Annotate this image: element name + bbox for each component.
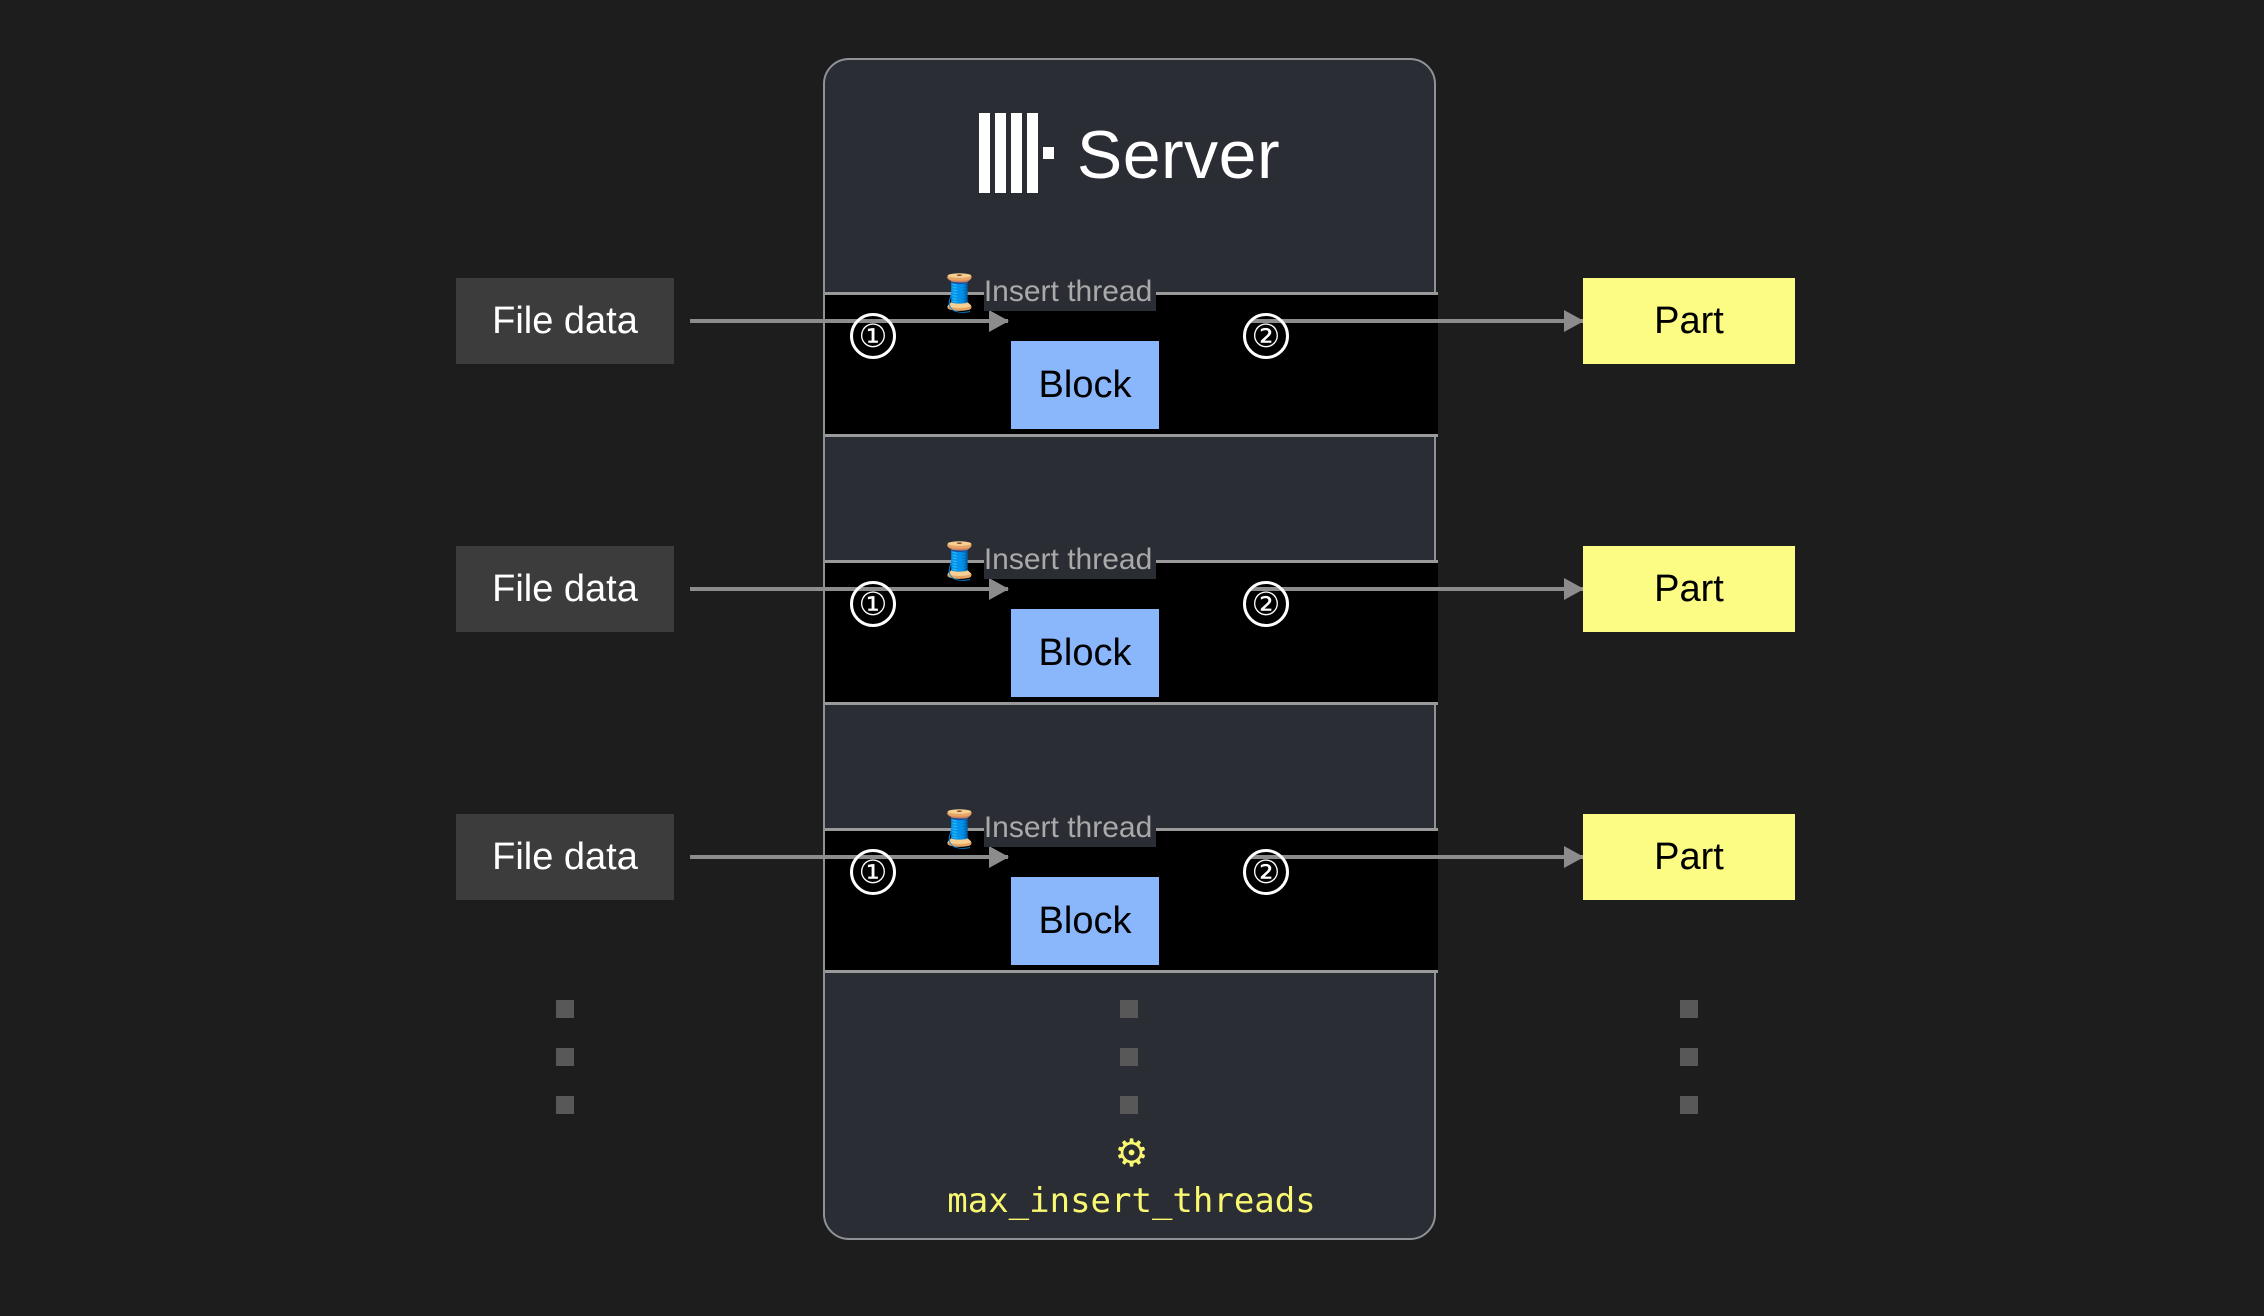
step-marker-out-2: ② [1243,581,1289,627]
setting-footer: ⚙ max_insert_threads [825,1135,1438,1221]
arrow-file-to-block-3 [690,846,1009,868]
part-label: Part [1654,299,1724,342]
arrow-block-to-part-1 [1251,310,1584,332]
arrow-block-to-part-3 [1251,846,1584,868]
part-label: Part [1654,835,1724,878]
block-box-2: Block [1011,609,1159,697]
insert-thread-band-1: 🧵 Insert thread ① ② Block [825,275,1438,437]
part-box-3: Part [1583,814,1795,900]
ellipsis-dot [1680,1048,1698,1066]
thread-spool-icon: 🧵 [937,540,982,581]
block-label: Block [1038,631,1132,674]
ellipsis-dot [1120,1096,1138,1114]
ellipsis-dots-right [1680,1000,1698,1114]
block-label: Block [1038,363,1132,406]
part-box-2: Part [1583,546,1795,632]
file-data-box-3: File data [456,814,674,900]
gear-icon: ⚙ [1114,1133,1149,1175]
part-box-1: Part [1583,278,1795,364]
insert-thread-band-3: 🧵 Insert thread ① ② Block [825,811,1438,973]
block-box-3: Block [1011,877,1159,965]
step-marker-in-3: ① [850,849,896,895]
ellipsis-dots-left [556,1000,574,1114]
insert-thread-text: Insert thread [983,275,1157,311]
server-title: Server [1076,117,1281,193]
ellipsis-dot [556,1048,574,1066]
file-data-box-1: File data [456,278,674,364]
step-marker-out-1: ② [1243,313,1289,359]
thread-spool-icon: 🧵 [937,808,982,849]
insert-thread-text: Insert thread [983,543,1157,579]
server-panel: Server 🧵 Insert thread ① ② Block 🧵 Inser… [823,58,1438,1240]
arrowhead-icon [989,846,1009,868]
step-marker-out-3: ② [1243,849,1289,895]
thread-spool-icon: 🧵 [937,272,982,313]
ellipsis-dot [1120,1048,1138,1066]
insert-thread-label-1: 🧵 Insert thread [937,271,1157,315]
ellipsis-dots-center [1120,1000,1138,1114]
arrow-file-to-block-1 [690,310,1009,332]
file-data-box-2: File data [456,546,674,632]
ellipsis-dot [1680,1000,1698,1018]
arrowhead-icon [1564,578,1584,600]
ellipsis-dot [1680,1096,1698,1114]
insert-thread-label-2: 🧵 Insert thread [937,539,1157,583]
arrowhead-icon [1564,310,1584,332]
block-label: Block [1038,899,1132,942]
block-box-1: Block [1011,341,1159,429]
file-data-label: File data [492,835,638,878]
arrowhead-icon [989,578,1009,600]
clickhouse-logo-icon [978,112,1055,198]
insert-thread-text: Insert thread [983,811,1157,847]
ellipsis-dot [556,1000,574,1018]
file-data-label: File data [492,567,638,610]
arrow-file-to-block-2 [690,578,1009,600]
ellipsis-dot [556,1096,574,1114]
step-marker-in-1: ① [850,313,896,359]
part-label: Part [1654,567,1724,610]
arrowhead-icon [989,310,1009,332]
ellipsis-dot [1120,1000,1138,1018]
insert-thread-band-2: 🧵 Insert thread ① ② Block [825,543,1438,705]
server-header: Server [825,90,1434,220]
setting-name: max_insert_threads [947,1181,1316,1221]
arrow-block-to-part-2 [1251,578,1584,600]
arrowhead-icon [1564,846,1584,868]
file-data-label: File data [492,299,638,342]
insert-thread-label-3: 🧵 Insert thread [937,807,1157,851]
step-marker-in-2: ① [850,581,896,627]
